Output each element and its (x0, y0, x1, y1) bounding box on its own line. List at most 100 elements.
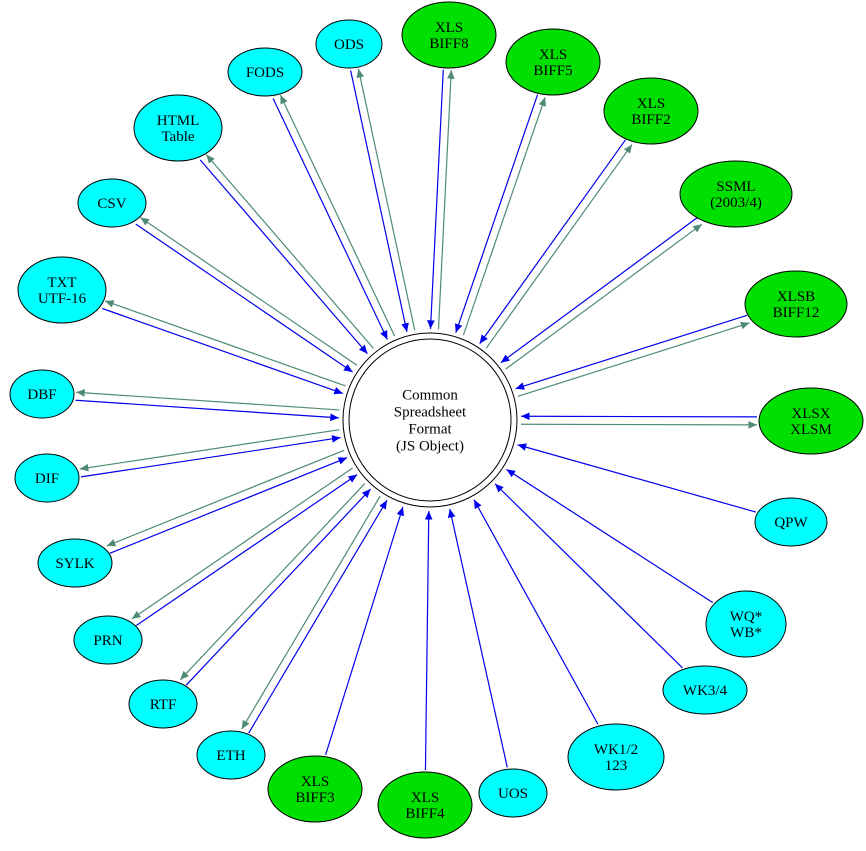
edge-read-qpw (517, 443, 757, 513)
node-label-qpw: QPW (774, 515, 808, 531)
node-shape-uos (478, 768, 548, 818)
node-shape-sylk (37, 538, 113, 588)
node-shape-xls-biff2 (603, 77, 699, 145)
node-shape-eth (196, 730, 266, 780)
edge-write-xlsb-biff12 (517, 321, 750, 397)
edge-write-csv (140, 217, 358, 366)
node-shape-xls-biff4 (377, 771, 473, 839)
center-inner-circle (348, 338, 512, 502)
edge-write-eth (241, 495, 381, 730)
edge-write-xls-biff5 (462, 97, 546, 336)
node-eth: ETH (196, 730, 266, 780)
node-qpw: QPW (754, 497, 828, 547)
node-label-eth: ETH (216, 748, 245, 764)
node-shape-csv (77, 178, 147, 228)
node-shape-txt-utf16 (17, 256, 107, 324)
edge-read-xls-biff5 (454, 94, 539, 333)
node-label-ssml-2003-4: SSML(2003/4) (710, 179, 762, 211)
edge-write-ods (356, 68, 416, 331)
edge-read-fods (272, 98, 388, 340)
node-label-csv: CSV (97, 196, 126, 212)
edge-read-ods (350, 70, 409, 333)
edge-read-ssml-2003-4 (500, 217, 698, 364)
node-label-wq-wb: WQ*WB* (730, 609, 763, 641)
node-label-ods: ODS (334, 37, 364, 53)
edge-write-xls-biff8 (437, 70, 455, 330)
edge-write-txt-utf16 (104, 300, 346, 387)
node-shape-xlsx-xlsm (758, 387, 864, 455)
edge-write-prn (131, 467, 353, 620)
node-wk3-4: WK3/4 (662, 665, 748, 715)
node-ods: ODS (315, 19, 383, 69)
node-shape-xls-biff8 (401, 1, 497, 69)
edge-read-dbf (75, 399, 339, 422)
edge-read-wk3-4 (494, 483, 683, 669)
node-shape-prn (73, 615, 143, 665)
edge-read-xls-biff3 (325, 506, 405, 756)
edge-write-xls-biff2 (485, 144, 633, 349)
node-shape-wk3-4 (662, 665, 748, 715)
node-rtf: RTF (128, 679, 198, 729)
node-shape-html-table (133, 94, 223, 162)
edge-read-eth (248, 499, 388, 734)
node-shape-rtf (128, 679, 198, 729)
node-label-dbf: DBF (27, 387, 56, 403)
node-shape-wk1-2-123 (567, 723, 665, 791)
edge-read-xls-biff2 (479, 139, 626, 345)
node-shape-ssml-2003-4 (679, 160, 793, 228)
edge-read-sylk (109, 457, 348, 554)
node-shape-qpw (754, 497, 828, 547)
edge-write-sylk (106, 449, 345, 547)
node-shape-fods (227, 47, 303, 97)
edge-write-ssml-2003-4 (505, 223, 703, 370)
node-label-rtf: RTF (150, 697, 177, 713)
center-outer-circle (342, 332, 518, 508)
edge-write-fods (279, 94, 396, 337)
node-csv: CSV (77, 178, 147, 228)
edge-read-dif (80, 435, 341, 478)
edge-read-txt-utf16 (102, 307, 344, 395)
node-shape-dbf (9, 369, 75, 419)
edge-write-dif (79, 429, 340, 472)
node-fods: FODS (227, 47, 303, 97)
node-shape-xls-biff3 (267, 755, 363, 823)
edge-write-html-table (205, 154, 375, 349)
node-label-wk3-4: WK3/4 (683, 683, 728, 699)
edge-read-wk1-2-123 (473, 499, 599, 725)
edge-read-prn (135, 474, 358, 626)
node-dbf: DBF (9, 369, 75, 419)
node-shape-xlsb-biff12 (744, 270, 848, 338)
node-label-uos: UOS (498, 786, 528, 802)
node-shape-ods (315, 19, 383, 69)
edge-read-uos (447, 508, 508, 768)
node-label-prn: PRN (93, 633, 122, 649)
edge-write-dbf (76, 389, 340, 411)
node-dif: DIF (14, 453, 80, 503)
node-label-sylk: SYLK (55, 556, 94, 572)
edge-write-xlsx-xlsm (520, 420, 757, 429)
node-prn: PRN (73, 615, 143, 665)
node-shape-dif (14, 453, 80, 503)
node-label-fods: FODS (246, 65, 284, 81)
edge-read-xlsx-xlsm (521, 412, 758, 421)
